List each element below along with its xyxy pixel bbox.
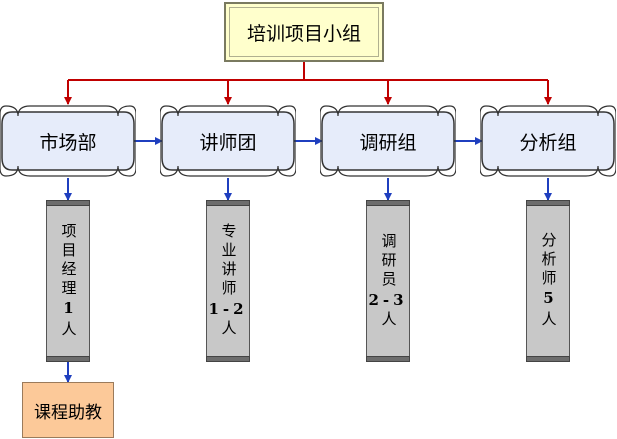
detail-line: 经 bbox=[59, 260, 78, 280]
dept-node-analysis: 分析组 bbox=[480, 104, 616, 178]
detail-line: 项 bbox=[59, 222, 78, 242]
detail-column-market: 项 目 经 理 1 人 bbox=[46, 200, 90, 362]
assistant-node: 课程助教 bbox=[22, 382, 114, 438]
scroll-shape bbox=[0, 105, 136, 177]
detail-count: 1 bbox=[59, 298, 78, 321]
detail-unit: 人 bbox=[219, 320, 238, 339]
dept-label: 市场部 bbox=[39, 131, 97, 154]
root-label: 培训项目小组 bbox=[246, 22, 361, 45]
assistant-label: 课程助教 bbox=[34, 402, 102, 423]
scroll-shape bbox=[320, 105, 456, 177]
dept-node-market: 市场部 bbox=[0, 104, 136, 178]
column-cap-bottom bbox=[206, 356, 250, 362]
detail-count: 1-2 bbox=[208, 300, 248, 318]
detail-unit: 人 bbox=[59, 320, 78, 340]
column-cap-top bbox=[526, 200, 570, 206]
root-node: 培训项目小组 bbox=[224, 2, 384, 62]
dept-label: 调研组 bbox=[359, 131, 417, 154]
dept-node-lecturers: 讲师团 bbox=[160, 104, 296, 178]
detail-line: 专 bbox=[219, 223, 238, 242]
detail-unit: 人 bbox=[539, 311, 558, 330]
dept-node-research: 调研组 bbox=[320, 104, 456, 178]
dept-label: 分析组 bbox=[519, 131, 577, 154]
detail-count: 2-3 bbox=[368, 290, 408, 309]
detail-line: 业 bbox=[219, 242, 238, 261]
column-cap-top bbox=[366, 200, 410, 206]
detail-line: 析 bbox=[539, 251, 558, 270]
detail-line: 师 bbox=[539, 270, 558, 289]
column-cap-bottom bbox=[46, 356, 90, 362]
column-cap-top bbox=[206, 200, 250, 206]
column-cap-bottom bbox=[526, 356, 570, 362]
scroll-shape bbox=[480, 105, 616, 177]
detail-count: 5 bbox=[539, 289, 558, 311]
detail-unit: 人 bbox=[379, 310, 398, 330]
detail-line: 研 bbox=[379, 251, 398, 271]
detail-line: 目 bbox=[59, 241, 78, 261]
detail-column-analysis: 分 析 师 5 人 bbox=[526, 200, 570, 362]
detail-line: 讲 bbox=[219, 261, 238, 280]
detail-line: 师 bbox=[219, 280, 238, 299]
scroll-shape bbox=[160, 105, 296, 177]
column-cap-top bbox=[46, 200, 90, 206]
detail-column-research: 调 研 员 2-3 人 bbox=[366, 200, 410, 362]
detail-line: 分 bbox=[539, 232, 558, 251]
detail-line: 调 bbox=[379, 232, 398, 252]
detail-column-lecturers: 专 业 讲 师 1-2 人 bbox=[206, 200, 250, 362]
detail-line: 员 bbox=[379, 270, 398, 290]
column-cap-bottom bbox=[366, 356, 410, 362]
detail-line: 理 bbox=[59, 279, 78, 299]
dept-label: 讲师团 bbox=[199, 131, 257, 154]
